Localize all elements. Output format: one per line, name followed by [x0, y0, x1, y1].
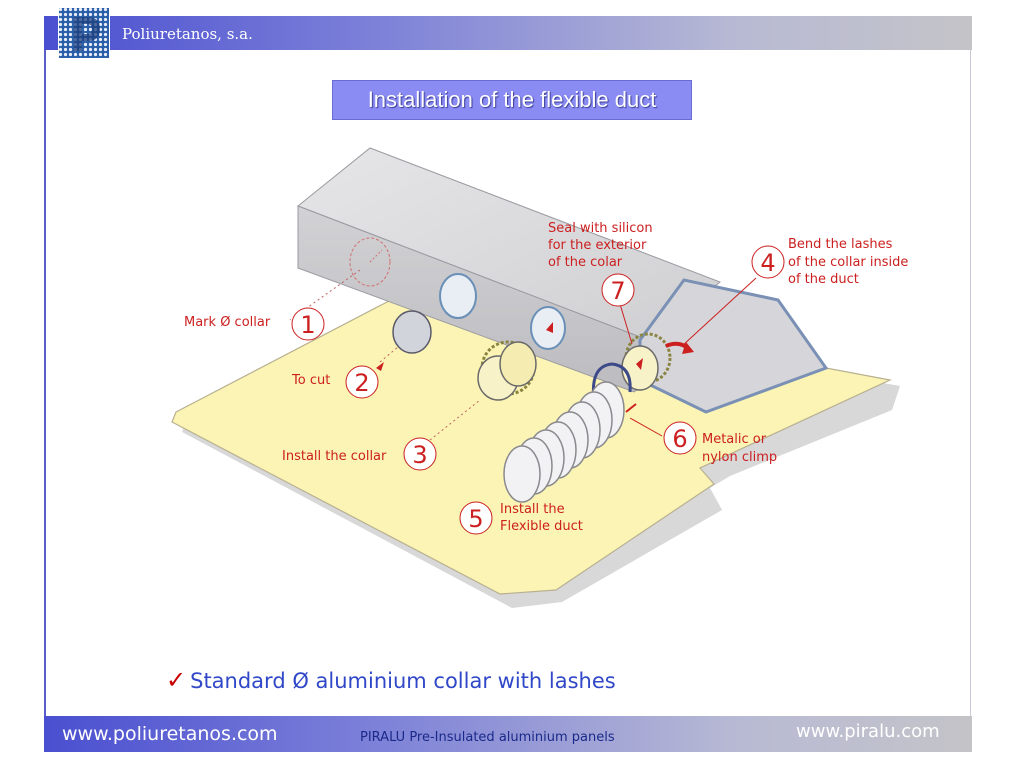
- step-2: 2 To cut: [291, 365, 379, 399]
- svg-text:Seal with silicon: Seal with silicon: [548, 221, 653, 236]
- right-border: [970, 50, 971, 716]
- svg-text:of the collar inside: of the collar inside: [788, 255, 908, 270]
- step-3: 3 Install the collar: [282, 437, 437, 471]
- clamp: [591, 362, 632, 401]
- svg-text:Install the collar: Install the collar: [282, 449, 387, 464]
- svg-text:Metalic or: Metalic or: [702, 432, 767, 447]
- svg-text:Flexible duct: Flexible duct: [500, 519, 583, 534]
- svg-text:6: 6: [672, 425, 687, 453]
- step-1: 1 Mark Ø collar: [184, 307, 325, 341]
- svg-text:Mark Ø collar: Mark Ø collar: [184, 315, 271, 330]
- footer-link-poliuretanos[interactable]: www.poliuretanos.com: [62, 723, 278, 745]
- cut-arrow-icon: [376, 362, 384, 371]
- slide-title: Installation of the flexible duct: [332, 80, 692, 120]
- svg-text:of the colar: of the colar: [548, 255, 623, 270]
- step-6: 6 Metalic or nylon climp: [663, 421, 777, 465]
- collar-note: ✓Standard Ø aluminium collar with lashes: [166, 666, 616, 694]
- footer-bar: [44, 716, 972, 752]
- footer-tagline: PIRALU Pre-Insulated aluminium panels: [360, 730, 615, 745]
- collar-note-text: Standard Ø aluminium collar with lashes: [190, 669, 616, 693]
- collar-part: [477, 340, 537, 401]
- svg-text:Install the: Install the: [500, 502, 565, 517]
- svg-text:2: 2: [354, 369, 369, 397]
- duct-hole: [439, 273, 477, 319]
- header-bar: [44, 16, 972, 50]
- flexible-duct: [503, 381, 625, 503]
- svg-text:1: 1: [300, 311, 315, 339]
- installed-collar: [621, 332, 672, 391]
- footer-link-piralu[interactable]: www.piralu.com: [796, 721, 940, 742]
- company-logo-icon: [58, 7, 110, 59]
- svg-text:of the duct: of the duct: [788, 272, 859, 287]
- svg-text:4: 4: [760, 249, 775, 277]
- duct-hole-marked: [349, 237, 391, 287]
- left-border: [44, 50, 46, 716]
- svg-text:To cut: To cut: [291, 373, 330, 388]
- svg-text:Bend the lashes: Bend the lashes: [788, 237, 893, 252]
- company-name: Poliuretanos, s.a.: [122, 25, 253, 43]
- svg-text:7: 7: [610, 277, 625, 305]
- svg-text:3: 3: [412, 441, 427, 469]
- svg-text:5: 5: [468, 505, 483, 533]
- step-7: 7 Seal with silicon for the exterior of …: [548, 221, 653, 307]
- svg-text:for the exterior: for the exterior: [548, 238, 647, 253]
- svg-text:nylon climp: nylon climp: [702, 450, 777, 465]
- cut-disc: [392, 310, 432, 354]
- collar-arrow-icon: [546, 322, 553, 333]
- step-5: 5 Install the Flexible duct: [459, 501, 583, 535]
- step-4: 4 Bend the lashes of the collar inside o…: [751, 237, 908, 287]
- check-icon: ✓: [166, 666, 187, 694]
